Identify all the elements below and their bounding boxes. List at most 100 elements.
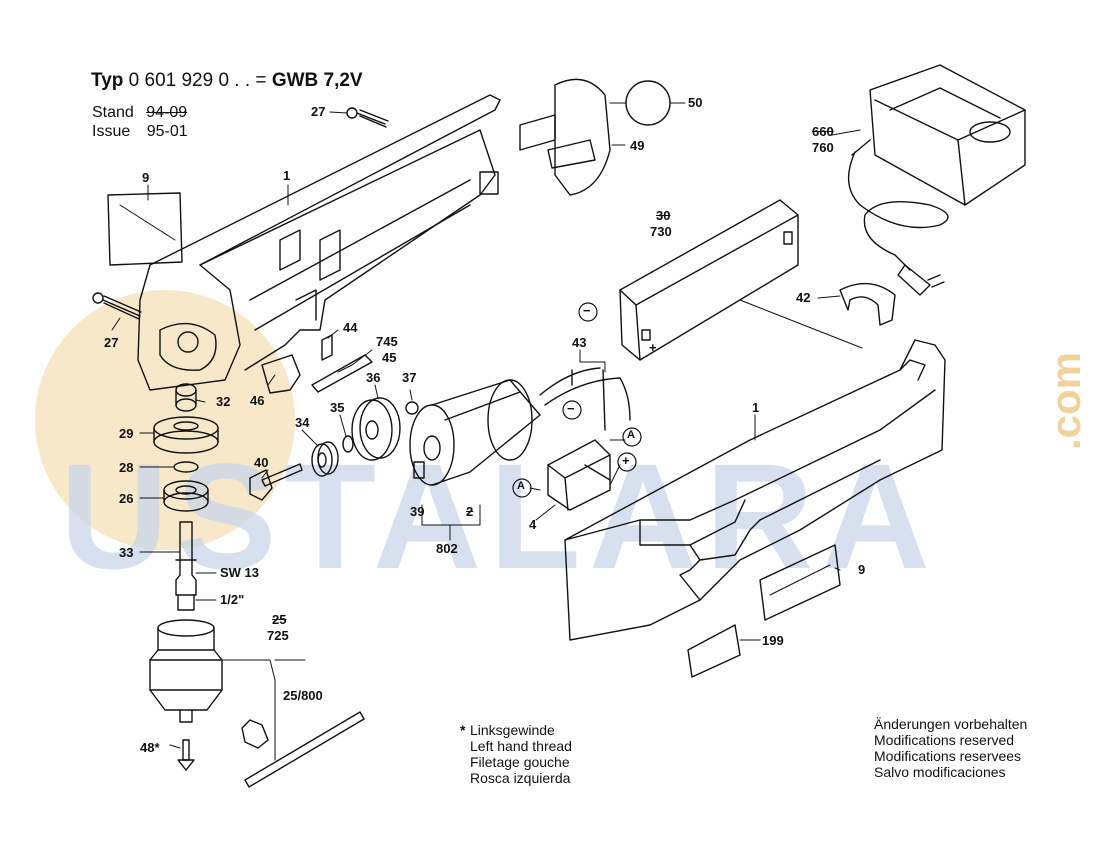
label-43: 43	[572, 335, 587, 350]
switch-4	[547, 439, 611, 511]
model-name: GWB 7,2V	[271, 70, 363, 91]
label-34: 34	[295, 415, 310, 430]
issue-value: 95-01	[146, 123, 188, 140]
plus-symbol-switch: +	[622, 453, 630, 468]
label-745: 745	[376, 334, 398, 349]
label-44: 44	[343, 320, 358, 335]
model-number: 0 601 929 0 . . =	[128, 70, 267, 91]
label-25-800: 25/800	[283, 688, 323, 703]
leader-lines	[111, 102, 863, 761]
screw-48	[177, 739, 195, 771]
label-9-right: 9	[858, 562, 866, 577]
a-symbol-left: A	[517, 480, 525, 492]
bearing-26	[163, 480, 209, 512]
label-730: 730	[650, 224, 672, 239]
issue-label: Issue	[92, 123, 131, 140]
a-terminal-left-circle	[512, 478, 532, 498]
note-left-line4: Rosca izquierda	[470, 770, 571, 786]
label-26: 26	[119, 491, 134, 506]
stand-value: 94-09	[146, 104, 188, 121]
label-9-top: 9	[142, 170, 150, 185]
housing-half-left	[137, 94, 501, 391]
ring-28	[173, 461, 199, 473]
label-660: 660	[812, 124, 834, 139]
label-plate-199	[687, 624, 741, 678]
a-terminal-right-circle	[622, 427, 642, 447]
bearing-32	[175, 383, 197, 412]
label-36: 36	[366, 370, 381, 385]
note-left-line2: Left hand thread	[470, 738, 572, 754]
typ-word: Typ	[91, 70, 124, 91]
label-725: 725	[267, 628, 289, 643]
minus-symbol-switch: −	[567, 401, 575, 416]
gear-36	[351, 397, 401, 461]
label-plate-9-right	[759, 544, 841, 621]
note-right-line3: Modifications reservees	[874, 748, 1022, 764]
label-1-top: 1	[283, 168, 291, 183]
charger-760	[847, 64, 1026, 296]
watermark-text: USTALARA	[60, 432, 938, 600]
note-left-line1: *Linksgewinde	[460, 722, 555, 738]
label-802: 802	[436, 541, 458, 556]
label-199: 199	[762, 633, 784, 648]
minus-terminal-switch-circle	[562, 400, 582, 420]
label-42: 42	[796, 290, 811, 305]
part-44	[321, 334, 333, 361]
wires-43	[539, 367, 631, 431]
label-25: 25	[272, 612, 287, 627]
label-46: 46	[250, 393, 265, 408]
label-half-inch: 1/2"	[220, 592, 245, 607]
a-symbol-right: A	[627, 429, 635, 441]
plus-symbol-battery: +	[649, 340, 657, 355]
issue-row: Issue 95-01	[92, 123, 188, 141]
clip-46	[261, 354, 301, 394]
label-50: 50	[688, 95, 703, 110]
part-42	[839, 282, 896, 326]
washer-35	[342, 435, 354, 453]
ball-37	[405, 401, 419, 415]
label-4: 4	[529, 517, 537, 532]
label-sw13: SW 13	[220, 565, 260, 580]
pinion-shaft-40	[249, 463, 303, 501]
stand-row: Stand 94-09	[92, 104, 187, 122]
label-48: 48*	[140, 740, 160, 755]
minus-terminal-battery-circle	[578, 302, 598, 322]
note-right-line4: Salvo modificaciones	[874, 764, 1006, 780]
label-1-right: 1	[752, 400, 760, 415]
bit-45	[311, 354, 373, 393]
label-49: 49	[630, 138, 645, 153]
label-33: 33	[119, 545, 134, 560]
clip-49	[519, 78, 611, 196]
gear-29	[153, 416, 219, 454]
battery-pack-730	[619, 199, 799, 361]
motor-802	[409, 379, 541, 486]
label-760: 760	[812, 140, 834, 155]
chuck-key-800	[241, 711, 365, 788]
label-32: 32	[216, 394, 231, 409]
bearing-34	[311, 441, 339, 477]
note-asterisk: *	[460, 722, 466, 738]
minus-symbol-battery: −	[583, 303, 591, 318]
label-35: 35	[330, 400, 345, 415]
notes-right: Änderungen vorbehalten Modifications res…	[874, 716, 1027, 780]
note-left-line3: Filetage gouche	[470, 754, 570, 770]
label-37: 37	[402, 370, 417, 385]
screw-27-left	[92, 292, 142, 320]
label-40: 40	[254, 455, 269, 470]
cap-50	[625, 80, 671, 126]
chuck-725	[149, 619, 223, 723]
note-right-line1: Änderungen vorbehalten	[874, 716, 1028, 732]
note-right-line2: Modifications reserved	[874, 732, 1015, 748]
spindle-33	[175, 521, 197, 611]
label-plate-9-left	[107, 192, 183, 266]
label-29: 29	[119, 426, 134, 441]
label-2: 2	[466, 504, 474, 519]
label-28: 28	[119, 460, 134, 475]
notes-left: *Linksgewinde Left hand thread Filetage …	[460, 722, 572, 786]
screw-27-top	[346, 107, 389, 128]
housing-half-right	[564, 339, 946, 641]
label-27-left: 27	[104, 335, 119, 350]
label-39: 39	[410, 504, 425, 519]
